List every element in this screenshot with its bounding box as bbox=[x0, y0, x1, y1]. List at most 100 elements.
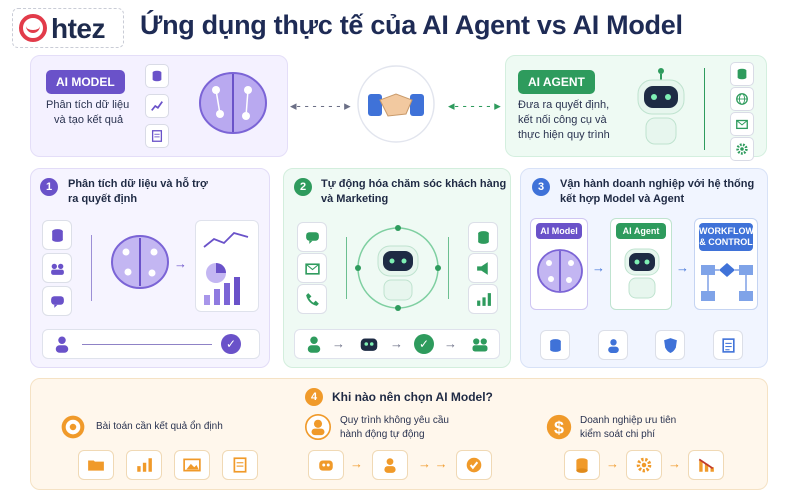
ai-agent-desc-line: Đưa ra quyết định, bbox=[518, 99, 610, 111]
users-icon bbox=[42, 253, 72, 283]
flow-arrow: → bbox=[676, 260, 689, 275]
database-icon bbox=[468, 222, 498, 252]
flow-arrow: → bbox=[592, 260, 605, 275]
section-2-title: Tự động hóa chăm sóc khách hàng và Marke… bbox=[321, 177, 506, 207]
connector-bracket bbox=[80, 235, 92, 301]
ai-model-tag: AI Model bbox=[536, 223, 582, 239]
brain-network-icon bbox=[199, 72, 267, 134]
section-number: 2 bbox=[294, 178, 312, 196]
mail-icon bbox=[730, 112, 754, 136]
analytics-dashboard bbox=[195, 220, 259, 312]
user-icon bbox=[304, 334, 324, 359]
image-icon bbox=[174, 450, 210, 480]
chat-icon bbox=[297, 222, 327, 252]
chart-icon bbox=[145, 94, 169, 118]
document-icon bbox=[222, 450, 258, 480]
brain-network-icon bbox=[111, 235, 169, 289]
ai-agent-tag: AI Agent bbox=[616, 223, 666, 239]
checklist-icon bbox=[713, 330, 743, 360]
robot-icon bbox=[308, 450, 344, 480]
workflow-control-tag: WORKFLOW & CONTROL bbox=[699, 223, 754, 251]
section-number: 4 bbox=[305, 388, 323, 406]
ai-agent-card: AI Agent bbox=[610, 218, 672, 310]
robot-icon bbox=[637, 68, 685, 145]
coins-icon bbox=[564, 450, 600, 480]
chat-icon bbox=[42, 286, 72, 316]
gear-icon bbox=[626, 450, 662, 480]
mail-icon bbox=[297, 253, 327, 283]
flow-arrow: → bbox=[174, 256, 187, 271]
flow-arrow: → bbox=[390, 336, 403, 351]
flow-arrow: → bbox=[606, 456, 619, 471]
robot-icon bbox=[358, 333, 380, 360]
robot-icon bbox=[624, 248, 660, 299]
logo-text: htez bbox=[51, 13, 106, 44]
connector-bracket bbox=[704, 68, 716, 150]
ai-model-desc: Phân tích dữ liệu và tạo kết quả bbox=[46, 98, 129, 128]
database-icon bbox=[42, 220, 72, 250]
criterion-line: Doanh nghiệp ưu tiên bbox=[580, 415, 677, 426]
user-icon bbox=[598, 330, 628, 360]
logo: htez bbox=[12, 8, 124, 48]
dollar-icon: $ bbox=[546, 414, 572, 445]
criterion-line: Quy trình không yêu cầu bbox=[340, 415, 449, 426]
flow-arrow: → → bbox=[418, 456, 448, 471]
section-4-title: Khi nào nên chọn AI Model? bbox=[332, 390, 493, 404]
flow-line bbox=[82, 344, 212, 345]
ai-model-desc-line: Phân tích dữ liệu bbox=[46, 99, 130, 111]
ai-agent-desc-line: kết nối công cụ và bbox=[518, 114, 607, 126]
brain-network-icon bbox=[537, 249, 583, 293]
section-title-line: và Marketing bbox=[321, 193, 389, 205]
gear-icon bbox=[730, 137, 754, 161]
users-icon bbox=[470, 334, 490, 359]
shield-icon bbox=[655, 330, 685, 360]
logo-smile-icon bbox=[26, 26, 40, 33]
folder-icon bbox=[78, 450, 114, 480]
flowchart-icon bbox=[701, 263, 753, 301]
check-icon: ✓ bbox=[221, 334, 241, 354]
flow-arrow: → bbox=[332, 336, 345, 351]
section-title-line: Tự động hóa chăm sóc khách hàng bbox=[321, 178, 507, 190]
handshake-icon bbox=[357, 65, 435, 143]
criterion-text: Bài toán cần kết quả ổn định bbox=[96, 420, 223, 434]
workflow-control-card: WORKFLOW & CONTROL bbox=[694, 218, 758, 310]
connector-arrow: ◂- - - - - - ▸ bbox=[290, 98, 351, 113]
ai-model-desc-line: và tạo kết quả bbox=[54, 114, 124, 126]
user-process-icon bbox=[305, 414, 331, 445]
flow-arrow: → bbox=[444, 336, 457, 351]
ai-agent-badge: AI AGENT bbox=[518, 70, 595, 94]
criterion-line: hành động tự động bbox=[340, 429, 425, 440]
database-icon bbox=[540, 330, 570, 360]
workflow-tag-line: WORKFLOW bbox=[699, 226, 754, 236]
criterion-text: Quy trình không yêu cầu hành động tự độn… bbox=[340, 414, 449, 442]
connector-bracket bbox=[448, 237, 460, 299]
globe-icon bbox=[730, 87, 754, 111]
database-icon bbox=[145, 64, 169, 88]
section-number: 1 bbox=[40, 178, 58, 196]
section-number: 3 bbox=[532, 178, 550, 196]
document-icon bbox=[145, 124, 169, 148]
page-title: Ứng dụng thực tế của AI Agent vs AI Mode… bbox=[140, 10, 683, 40]
criterion-line: kiểm soát chi phí bbox=[580, 429, 656, 440]
flow-arrow: → bbox=[350, 456, 363, 471]
dashboard-chart-icon bbox=[203, 231, 249, 305]
criterion-text: Doanh nghiệp ưu tiên kiểm soát chi phí bbox=[580, 414, 676, 442]
megaphone-icon bbox=[468, 253, 498, 283]
section-title-line: Phân tích dữ liệu và hỗ trợ bbox=[68, 178, 208, 190]
section-1-title: Phân tích dữ liệu và hỗ trợ ra quyết địn… bbox=[68, 177, 208, 207]
connector-arrow: ◂- - - - - ▸ bbox=[448, 98, 501, 113]
workflow-row bbox=[294, 329, 500, 359]
trend-down-chart-icon bbox=[688, 450, 724, 480]
svg-text:$: $ bbox=[554, 418, 564, 438]
bar-chart-icon bbox=[468, 284, 498, 314]
ai-agent-desc-line: thực hiện quy trình bbox=[518, 129, 610, 141]
user-icon bbox=[52, 334, 72, 354]
database-icon bbox=[730, 62, 754, 86]
bar-chart-icon bbox=[126, 450, 162, 480]
workflow-tag-line: & CONTROL bbox=[699, 237, 753, 247]
section-title-line: ra quyết định bbox=[68, 193, 138, 205]
logo-ring-icon bbox=[19, 14, 47, 42]
phone-icon bbox=[297, 284, 327, 314]
criterion-line: Bài toán cần kết quả ổn định bbox=[96, 421, 223, 432]
section-3-title: Vận hành doanh nghiệp với hệ thống kết h… bbox=[560, 177, 754, 207]
